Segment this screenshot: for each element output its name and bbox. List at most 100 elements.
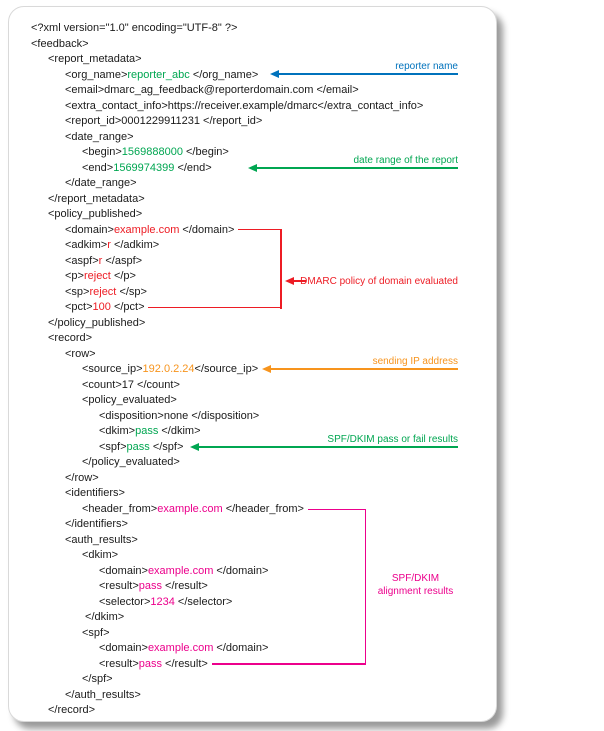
code-line: <dkim> [31, 548, 423, 564]
code-segment: </record> [48, 704, 96, 716]
code-segment: <policy_evaluated> [82, 394, 177, 406]
code-line: <sp>reject </sp> [31, 285, 423, 301]
code-segment: <feedback> [31, 37, 89, 50]
code-segment: <p> [65, 270, 84, 282]
code-line: </report_metadata> [31, 192, 423, 208]
code-segment: 192.0.2.24 [142, 363, 195, 375]
code-segment: pass [126, 440, 153, 453]
code-segment: </identifiers> [65, 518, 128, 530]
code-segment: <source_ip> [82, 363, 143, 375]
code-segment: </result> [165, 580, 208, 592]
xml-report-card: <?xml version="1.0" encoding="UTF-8" ?> <… [8, 6, 497, 722]
code-segment: <record> [48, 332, 93, 344]
code-segment: </spf> [82, 673, 113, 685]
code-line: </policy_evaluated> [31, 455, 423, 471]
annotation-label: reporter name [395, 61, 458, 72]
code-line: <dkim>pass </dkim> [31, 424, 423, 440]
code-segment: </pct> [113, 301, 145, 313]
code-line: <source_ip>192.0.2.24</source_ip> [31, 362, 423, 378]
arrow-line [293, 280, 306, 282]
code-segment: example.com [147, 642, 217, 654]
bracket-bottom-line [212, 663, 366, 665]
code-segment: <dkim> [99, 425, 136, 437]
code-line: <result>pass </result> [31, 657, 423, 673]
code-segment: <dkim> [82, 549, 119, 561]
code-line: <report_id>0001229911231 </report_id> [31, 114, 423, 130]
arrow-line [256, 167, 458, 169]
code-segment: </adkim> [113, 239, 160, 251]
code-segment: <domain> [99, 642, 148, 654]
left-arrowhead-icon [285, 277, 294, 285]
code-line: <auth_results> [31, 533, 423, 549]
code-line: <header_from>example.com </header_from> [31, 502, 423, 518]
code-segment: <end> [82, 161, 114, 174]
left-arrowhead-icon [190, 443, 199, 451]
code-line: <selector>1234 </selector> [31, 595, 423, 611]
code-segment: <result> [99, 580, 139, 592]
code-segment: </end> [177, 161, 212, 174]
code-segment: </selector> [177, 595, 233, 608]
code-segment: <selector> [99, 595, 151, 608]
code-line: <spf>pass </spf> [31, 440, 423, 456]
code-segment: </auth_results> [65, 688, 141, 701]
code-segment: <spf> [82, 626, 110, 639]
code-segment: </domain> [216, 642, 269, 654]
code-segment: r [107, 239, 114, 251]
code-line: <domain>example.com </domain> [31, 564, 423, 580]
code-line: <pct>100 </pct> [31, 300, 423, 316]
code-segment: <policy_published> [48, 208, 143, 220]
code-segment: <count>17 </count> [82, 378, 180, 391]
code-segment: </spf> [152, 440, 184, 453]
code-segment: </dkim> [82, 611, 125, 623]
code-segment: <spf> [99, 440, 127, 453]
code-segment: </domain> [216, 564, 269, 577]
code-segment: <row> [65, 347, 96, 360]
code-segment: <domain> [65, 223, 114, 236]
code-segment: </begin> [186, 146, 229, 158]
bracket-vertical-line [364, 508, 366, 665]
code-segment: example.com [147, 564, 217, 577]
code-segment: </policy_evaluated> [82, 456, 180, 468]
code-segment: <disposition>none </disposition> [99, 409, 260, 422]
code-line: </auth_results> [31, 688, 423, 704]
code-segment: <domain> [99, 564, 148, 577]
code-line: </dkim> [31, 610, 423, 626]
code-line: <identifiers> [31, 486, 423, 502]
code-segment: pass [138, 657, 166, 670]
code-segment: <?xml version="1.0" encoding="UTF-8" ?> [31, 22, 238, 34]
code-segment: </policy_published> [48, 316, 146, 329]
code-segment: </date_range> [65, 177, 137, 189]
arrow-line [270, 368, 458, 370]
code-segment: </result> [165, 657, 208, 670]
bracket-bottom-line [148, 306, 282, 308]
code-line: </date_range> [31, 176, 423, 192]
annotation-label: SPF/DKIM alignment results [368, 572, 463, 598]
code-segment: 1234 [150, 595, 178, 608]
code-line: <email>dmarc_ag_feedback@reporterdomain.… [31, 83, 423, 99]
code-line: </policy_published> [31, 316, 423, 332]
bracket-top-line [308, 508, 366, 510]
code-line: <feedback> [31, 37, 423, 53]
code-segment: </domain> [182, 223, 235, 236]
left-arrowhead-icon [248, 164, 257, 172]
code-line: <end>1569974399 </end> [31, 161, 423, 177]
code-line: <org_name>reporter_abc </org_name> [31, 68, 423, 84]
annotation-label: sending IP address [372, 356, 458, 367]
code-segment: <sp> [65, 285, 90, 298]
left-arrowhead-icon [270, 70, 279, 78]
arrow-line [198, 446, 458, 448]
code-segment: <report_id>0001229911231 </report_id> [65, 115, 263, 127]
left-arrowhead-icon [262, 365, 271, 373]
code-line: <row> [31, 347, 423, 363]
code-line: <p>reject </p> [31, 269, 423, 285]
code-segment: </dkim> [161, 425, 201, 437]
code-line: <result>pass </result> [31, 579, 423, 595]
code-line: <aspf>r </aspf> [31, 254, 423, 270]
annotation-label: DMARC policy of domain evaluated [300, 275, 458, 287]
code-segment: <org_name> [65, 68, 128, 81]
code-line: <?xml version="1.0" encoding="UTF-8" ?> [31, 21, 423, 37]
code-segment: <report_metadata> [48, 53, 142, 65]
code-line: <report_metadata> [31, 52, 423, 68]
annotation-label: SPF/DKIM pass or fail results [327, 434, 458, 445]
code-line: <domain>example.com </domain> [31, 223, 423, 239]
